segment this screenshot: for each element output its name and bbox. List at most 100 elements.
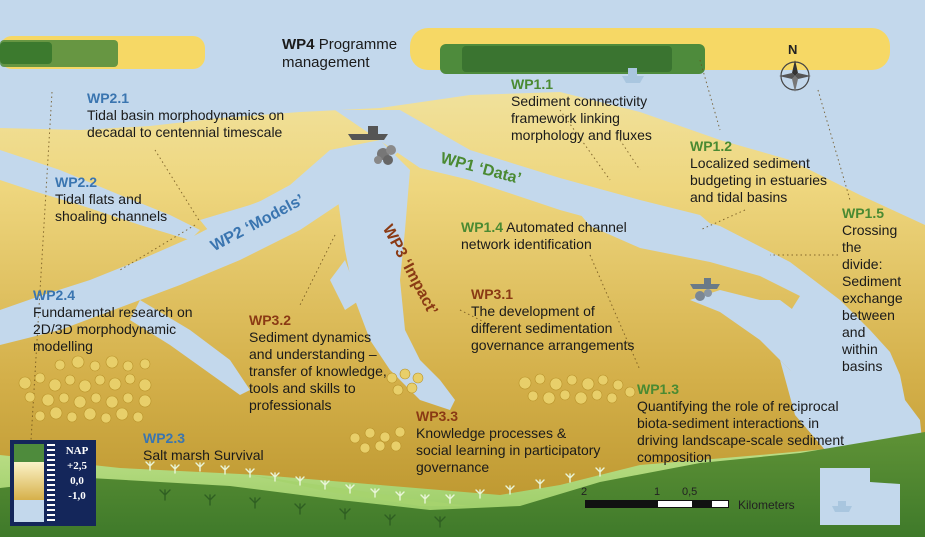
wp1-1-label: WP1.1 Sediment connectivity framework li… xyxy=(511,76,652,144)
wp1-3-line: Quantifying the role of reciprocal xyxy=(637,398,839,414)
leader-lines xyxy=(27,59,851,491)
wp1-1-line: morphology and fluxes xyxy=(511,127,652,143)
wp1-1-line: framework linking xyxy=(511,110,620,126)
wp2-1-line: Tidal basin morphodynamics on xyxy=(87,107,285,123)
wp3-2-line: Sediment dynamics xyxy=(249,329,372,345)
scale-tick: 1 xyxy=(654,486,661,498)
wp4-code: WP4 xyxy=(282,36,315,53)
wp2-4-label: WP2.4 Fundamental research on 2D/3D morp… xyxy=(33,287,193,355)
wp2-4-code: WP2.4 xyxy=(33,287,76,303)
wp2-4-line: 2D/3D morphodynamic xyxy=(33,321,177,337)
scale-unit: Kilometers xyxy=(738,498,795,512)
wp1-5-code: WP1.5 xyxy=(842,205,885,221)
shellfish-bed-left xyxy=(18,355,152,424)
wp1-3-line: composition xyxy=(637,449,712,465)
wp3-1-label: WP3.1 The development of different sedim… xyxy=(471,286,634,354)
wp3-3-line: Knowledge processes & xyxy=(416,425,567,441)
wp2-1-code: WP2.1 xyxy=(87,90,130,106)
wp3-1-line: The development of xyxy=(471,303,595,319)
wp2-3-line: Salt marsh Survival xyxy=(143,447,264,463)
wp1-5-line: Sediment xyxy=(842,273,902,289)
wp4-label: WP4 Programme management xyxy=(282,36,397,72)
scale-segment xyxy=(657,500,693,508)
wp1-2-line: Localized sediment xyxy=(690,155,810,171)
wp3-3-line: social learning in participatory xyxy=(416,442,601,458)
wp3-1-line: different sedimentation xyxy=(471,320,613,336)
legend-swatch-water xyxy=(14,500,44,522)
wp4-title: Programme xyxy=(318,36,398,53)
legend-values: NAP +2,5 0,0 -1,0 xyxy=(60,444,94,504)
wp1-2-line: budgeting in estuaries xyxy=(690,172,827,188)
wp1-1-line: Sediment connectivity xyxy=(511,93,648,109)
wp3-2-line: and understanding – xyxy=(249,346,377,362)
wp1-5-line: basins xyxy=(842,358,883,374)
wp2-3-code: WP2.3 xyxy=(143,430,186,446)
wp1-3-label: WP1.3 Quantifying the role of reciprocal… xyxy=(637,381,844,466)
wp3-3-code: WP3.3 xyxy=(416,408,459,424)
wp3-3-line: governance xyxy=(416,459,490,475)
wp3-3-label: WP3.3 Knowledge processes & social learn… xyxy=(416,408,600,476)
wp1-2-label: WP1.2 Localized sediment budgeting in es… xyxy=(690,138,827,206)
wp1-5-line: and xyxy=(842,324,866,340)
wp1-5-line: Crossing xyxy=(842,222,898,238)
scale-tick: 2 xyxy=(581,486,588,498)
wp2-2-label: WP2.2 Tidal flats and shoaling channels xyxy=(55,174,167,225)
elevation-legend: NAP +2,5 0,0 -1,0 xyxy=(10,440,96,526)
wp3-1-code: WP3.1 xyxy=(471,286,514,302)
wp3-2-line: transfer of knowledge, xyxy=(249,363,387,379)
north-letter: N xyxy=(788,42,798,57)
wp3-2-label: WP3.2 Sediment dynamics and understandin… xyxy=(249,312,387,414)
wp1-5-line: exchange xyxy=(842,290,903,306)
wp4-title-line2: management xyxy=(282,54,370,71)
wp1-4-code: WP1.4 xyxy=(461,219,504,235)
wp2-2-code: WP2.2 xyxy=(55,174,98,190)
legend-value: 0,0 xyxy=(70,475,84,487)
harbour-ship-icon xyxy=(832,501,852,512)
legend-swatch-marsh xyxy=(14,444,44,462)
wp2-1-label: WP2.1 Tidal basin morphodynamics on deca… xyxy=(87,90,284,141)
harbour-ship-icon-top xyxy=(622,68,644,83)
wp2-4-line: Fundamental research on xyxy=(33,304,193,320)
legend-title: NAP xyxy=(65,445,89,457)
legend-swatch-flat xyxy=(14,462,44,500)
legend-scale-ticks xyxy=(47,444,55,522)
wp1-2-line: and tidal basins xyxy=(690,189,788,205)
wp1-4-line: network identification xyxy=(461,236,592,252)
wp1-5-line: within xyxy=(842,341,878,357)
compass-rose-icon xyxy=(779,60,811,92)
wp1-4-heading: WP1.4 Automated channel xyxy=(461,219,627,236)
wp1-5-line: divide: xyxy=(842,256,883,272)
legend-value: -1,0 xyxy=(68,490,86,502)
wp1-5-line: between xyxy=(842,307,895,323)
wp2-3-label: WP2.3 Salt marsh Survival xyxy=(143,430,264,464)
shellfish-bed-right xyxy=(518,373,636,405)
wp2-2-line: shoaling channels xyxy=(55,208,168,224)
saltmarsh-plants-dark xyxy=(159,489,446,528)
salt-marsh xyxy=(0,432,925,537)
wp1-4-text: Automated channel xyxy=(506,219,627,235)
wp2-1-line: decadal to centennial timescale xyxy=(87,124,283,140)
wp3-2-line: professionals xyxy=(249,397,332,413)
scale-tick: 0,5 xyxy=(682,486,698,498)
scale-segment xyxy=(693,500,711,508)
wp1-1-code: WP1.1 xyxy=(511,76,554,92)
scale-segment xyxy=(585,500,657,508)
wp2-4-line: modelling xyxy=(33,338,93,354)
wp1-5-line: the xyxy=(842,239,862,255)
saltmarsh-plants xyxy=(145,461,605,504)
shellfish-bed-centre xyxy=(349,368,424,454)
legend-value: +2,5 xyxy=(66,460,88,472)
wp1-3-code: WP1.3 xyxy=(637,381,680,397)
scale-segment xyxy=(711,500,729,508)
wp1-5-label: WP1.5 Crossing the divide: Sediment exch… xyxy=(842,205,903,375)
wp1-3-line: biota-sediment interactions in xyxy=(637,415,820,431)
wp3-2-line: tools and skills to xyxy=(249,380,356,396)
dredger-ship-icon xyxy=(348,126,396,165)
wp1-4-label: WP1.4 Automated channel network identifi… xyxy=(461,219,627,253)
wp3-1-line: governance arrangements xyxy=(471,337,635,353)
barrier-islands xyxy=(0,28,890,74)
wp1-3-line: driving landscape-scale sediment xyxy=(637,432,844,448)
wp3-2-code: WP3.2 xyxy=(249,312,292,328)
